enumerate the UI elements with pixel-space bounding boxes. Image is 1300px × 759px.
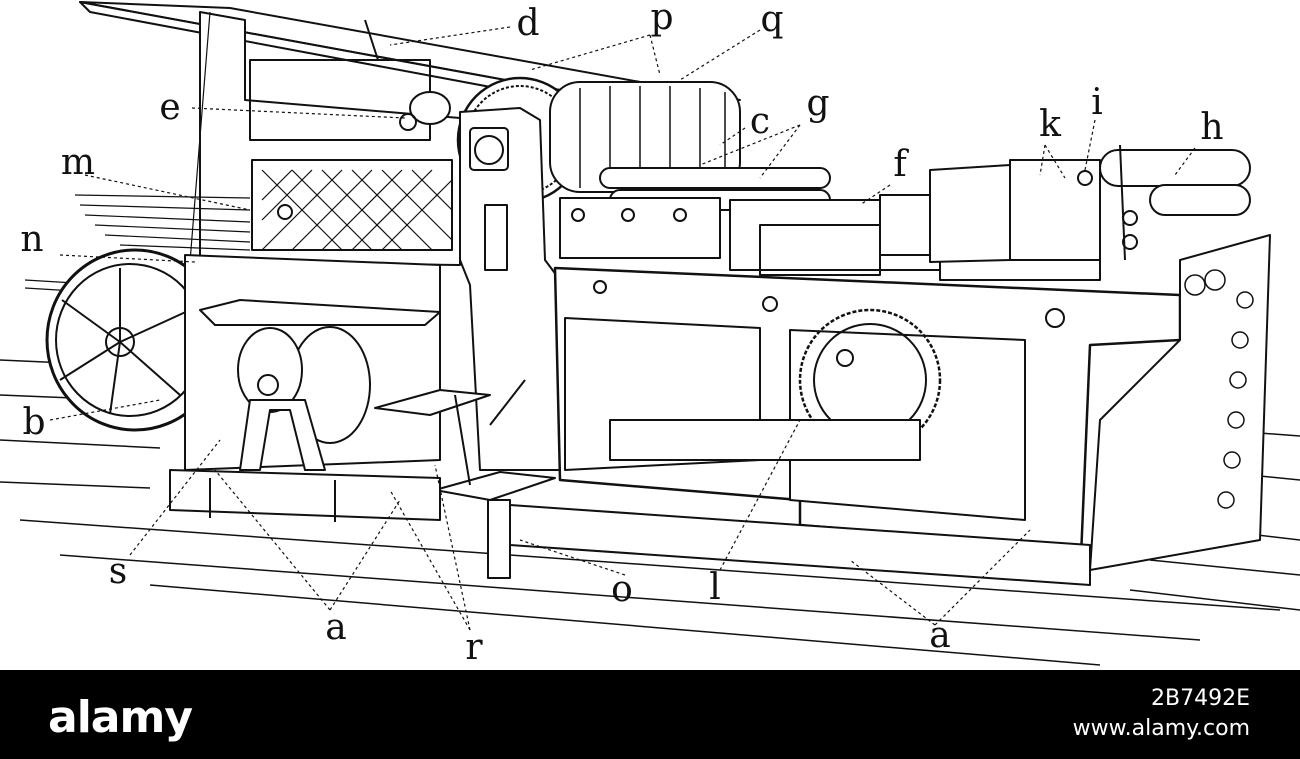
label-c: c <box>749 101 771 142</box>
site-url: www.alamy.com <box>1072 716 1250 741</box>
drive-gear <box>609 308 942 461</box>
watermark-footer: alamy 2B7492E www.alamy.com <box>0 670 1300 759</box>
delivery-fan <box>24 11 251 299</box>
base-sills <box>169 469 1091 586</box>
label-e: e <box>159 87 181 128</box>
label-p: p <box>650 0 674 38</box>
alamy-logo: alamy <box>48 692 193 743</box>
label-a-left: a <box>325 607 347 648</box>
printing-press-illustration: d p q e c g m k i h f n b s a r o l a <box>0 0 1300 668</box>
label-g: g <box>806 83 830 124</box>
label-o: o <box>611 569 633 610</box>
label-m: m <box>60 142 96 183</box>
label-i: i <box>1091 82 1103 123</box>
label-h: h <box>1200 107 1224 148</box>
leader-lines <box>49 26 1196 631</box>
label-n: n <box>20 219 44 260</box>
label-q: q <box>760 0 784 40</box>
fountain-roller <box>399 91 451 131</box>
footer-info: 2B7492E www.alamy.com <box>1073 684 1250 744</box>
label-r: r <box>465 627 483 668</box>
image-id: 2B7492E <box>1151 686 1250 711</box>
delivery-chain <box>1089 234 1271 571</box>
label-k: k <box>1039 104 1061 145</box>
feeder-steps <box>374 379 556 579</box>
press-drawing <box>0 1 1300 666</box>
label-f: f <box>893 144 907 185</box>
label-l: l <box>709 567 721 608</box>
right-ink-rollers <box>929 144 1251 263</box>
label-d: d <box>516 3 540 44</box>
label-s: s <box>108 551 128 592</box>
label-b: b <box>22 402 46 443</box>
label-a-right: a <box>929 615 951 656</box>
drive-housing <box>184 254 441 471</box>
